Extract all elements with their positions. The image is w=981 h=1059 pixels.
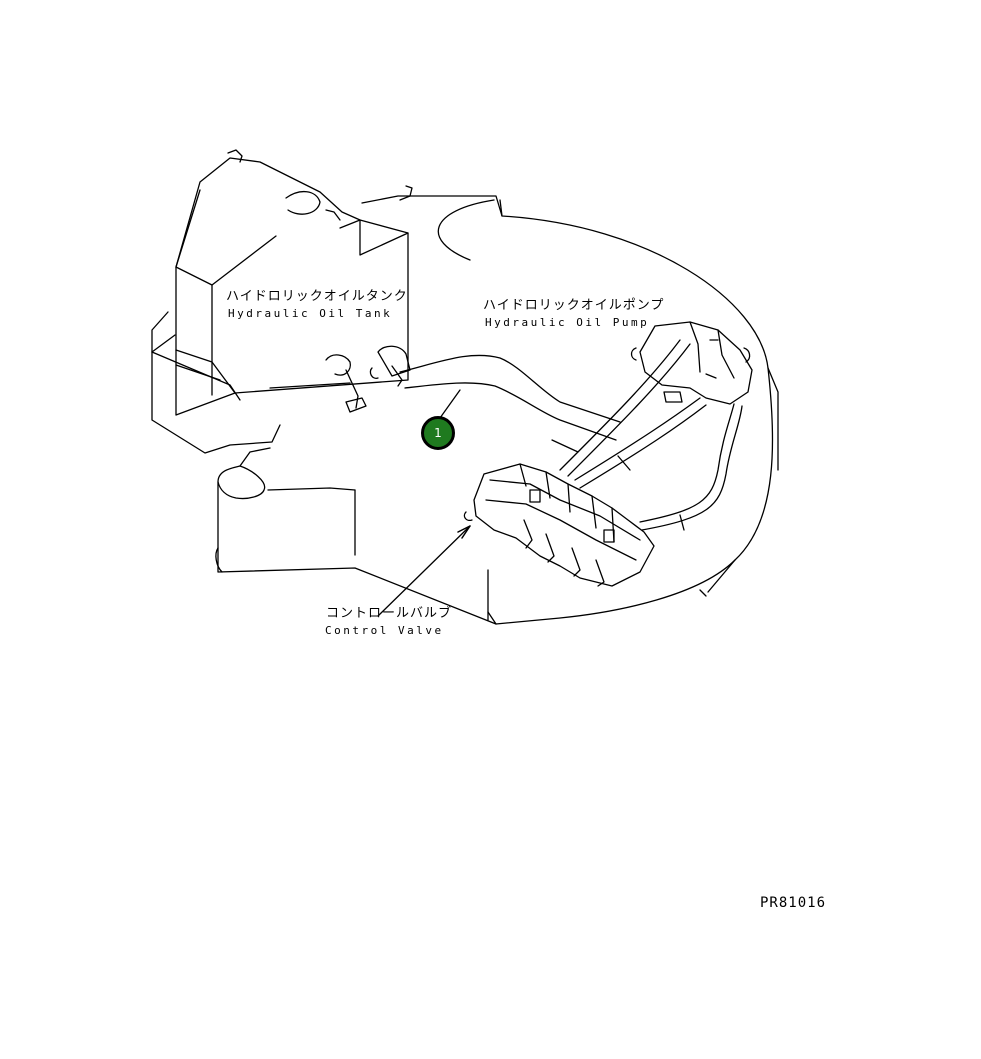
valve-label-en: Control Valve [325, 624, 444, 637]
leader-lines [377, 525, 471, 617]
hydraulic-oil-pump [630, 321, 753, 405]
suction-hose [399, 354, 621, 441]
valve-label-jp: コントロールバルブ [326, 606, 453, 621]
frame-outline [151, 185, 779, 625]
reference-code: PR81016 [760, 895, 827, 911]
pump-label-jp: ハイドロリックオイルポンプ [483, 298, 665, 313]
tank-label-en: Hydraulic Oil Tank [228, 307, 393, 320]
lower-structure [215, 447, 356, 573]
hydraulic-oil-tank [175, 149, 409, 416]
callout-marker-1[interactable]: 1 [421, 416, 455, 450]
hydraulic-lines [559, 339, 743, 531]
control-valve [463, 463, 655, 587]
pump-label-en: Hydraulic Oil Pump [485, 316, 650, 329]
callout-number: 1 [434, 426, 442, 440]
tank-fittings [325, 345, 411, 413]
tank-label-jp: ハイドロリックオイルタンク [226, 289, 408, 304]
